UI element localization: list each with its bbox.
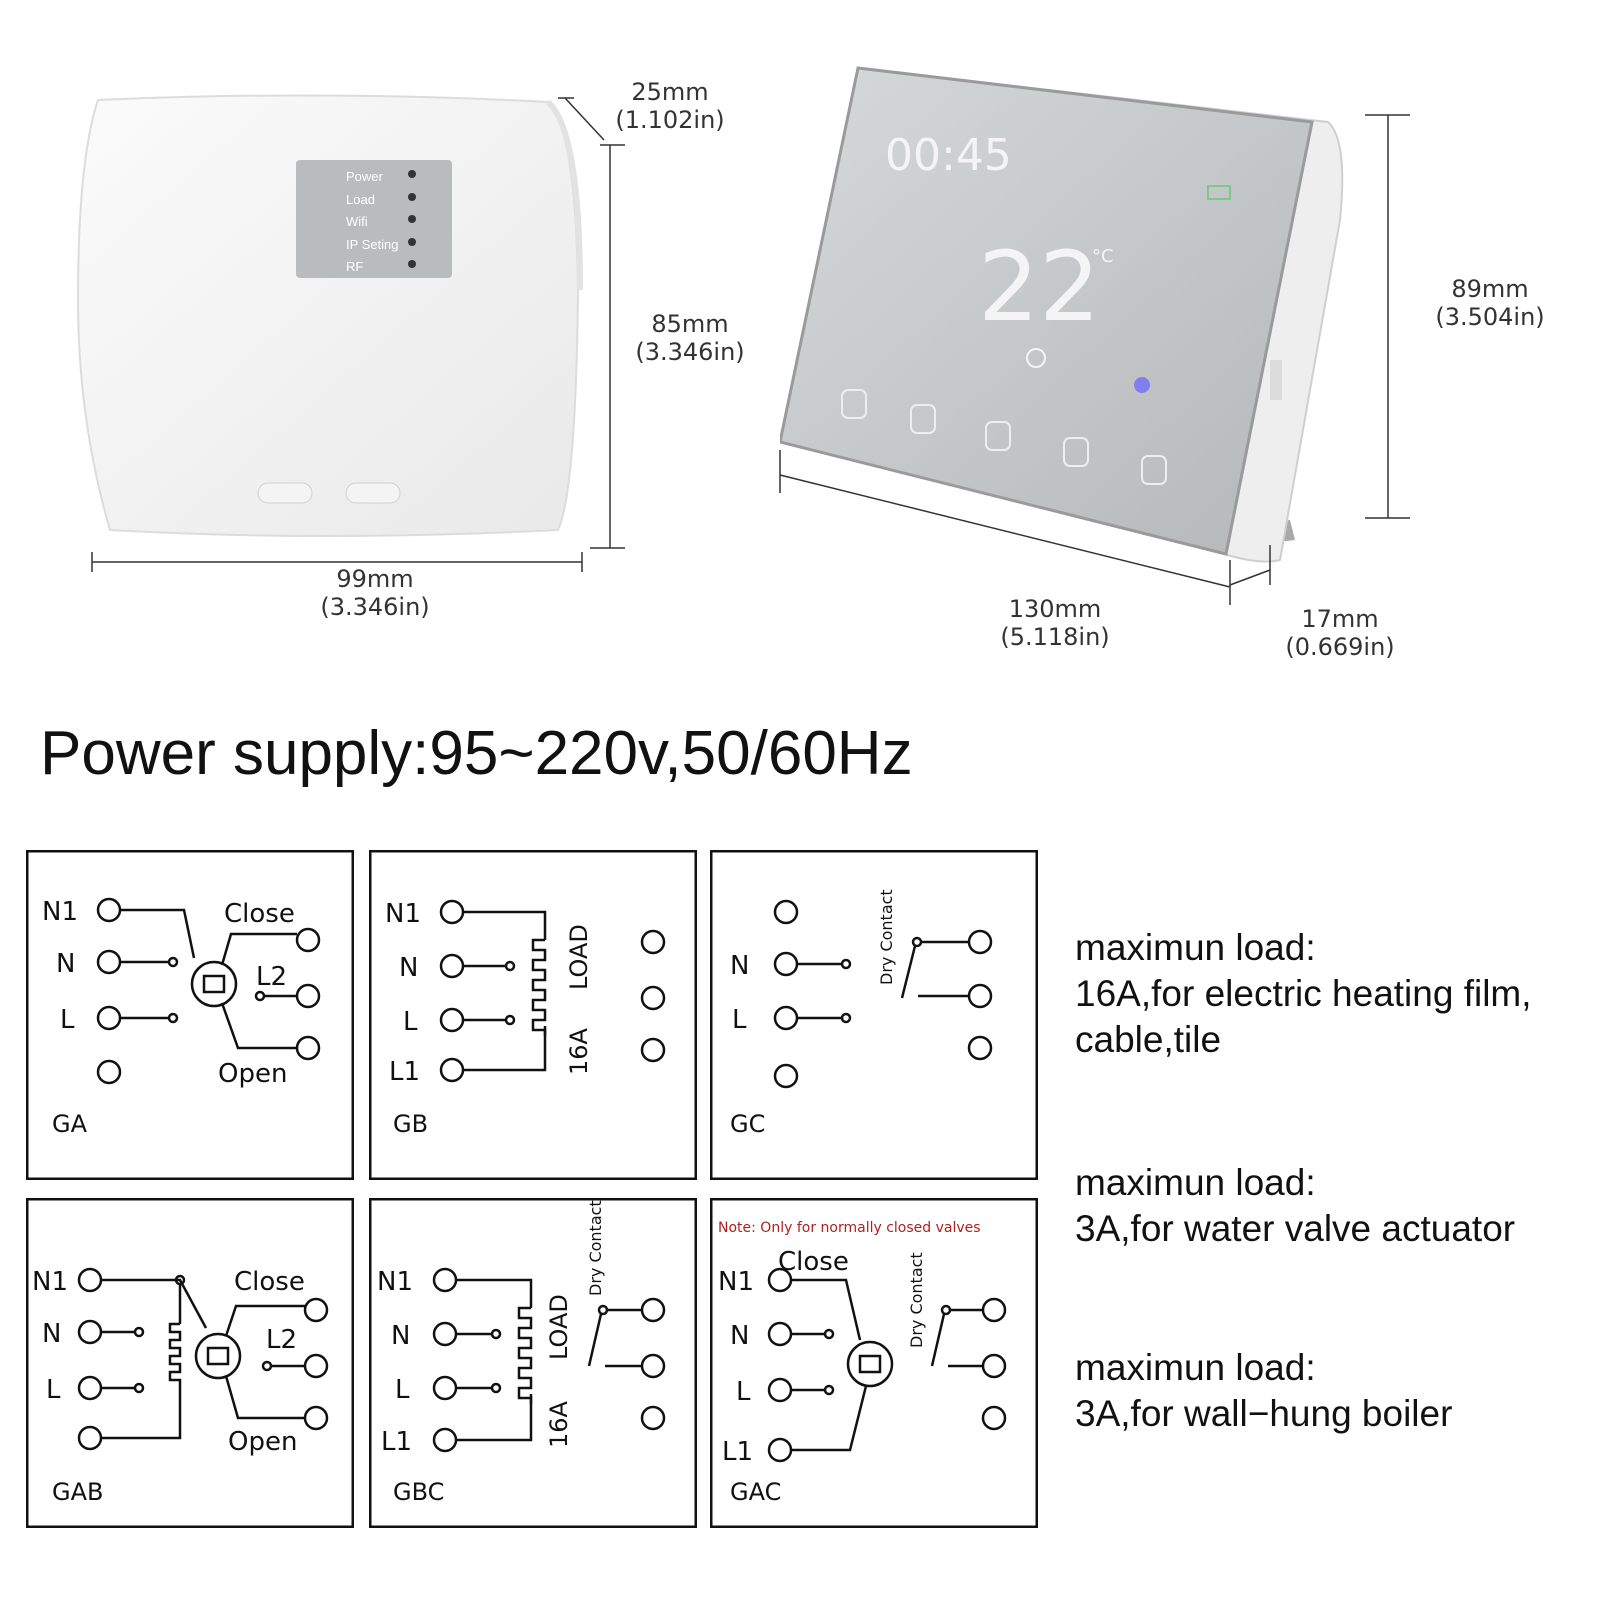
load-note-heating: maximun load: 16A,for electric heating f… (1075, 925, 1532, 1063)
gab-id-label: GAB (52, 1478, 103, 1506)
gab-open-label: Open (228, 1427, 297, 1457)
wiring-diagram-gab: N1 N L Close L2 Open GAB (25, 1197, 355, 1529)
load-note-valve: maximun load: 3A,for water valve actuato… (1075, 1160, 1515, 1252)
gab-l2-label: L2 (266, 1325, 297, 1355)
load-note-valve-line2: 3A,for water valve actuator (1075, 1208, 1516, 1249)
led-label-wifi: Wifi (346, 214, 368, 229)
gab-n-label: N (42, 1319, 61, 1349)
gbc-16a-label: 16A (545, 1400, 573, 1448)
gb-l-label: L (403, 1007, 418, 1037)
gb-n1-label: N1 (385, 899, 421, 929)
ga-close-label: Close (224, 899, 295, 929)
gb-n-label: N (399, 953, 418, 983)
thermostat-clock-display: 00:45 (885, 130, 1012, 181)
load-note-heating-line3: cable,tile (1075, 1019, 1222, 1060)
gac-close-label: Close (778, 1247, 849, 1277)
thermostat-width-in: (5.118in) (1000, 623, 1110, 651)
load-note-boiler-title: maximun load: (1075, 1347, 1316, 1388)
thermostat-width-dimension: 130mm (5.118in) (985, 595, 1125, 651)
thermostat-temperature-display: 22 (978, 231, 1100, 343)
ga-l2-label: L2 (256, 962, 287, 992)
gb-l1-label: L1 (389, 1057, 420, 1087)
gac-n1-label: N1 (718, 1267, 754, 1297)
wiring-diagram-gac: Note: Only for normally closed valves N1… (709, 1197, 1039, 1529)
receiver-depth-in: (1.102in) (615, 106, 725, 134)
ga-open-label: Open (218, 1059, 287, 1089)
gc-id-label: GC (730, 1110, 765, 1138)
ga-n-label: N (56, 949, 75, 979)
thermostat-height-in: (3.504in) (1435, 303, 1545, 331)
gac-dry-contact-label: Dry Contact (907, 1252, 926, 1348)
gc-l-label: L (732, 1005, 747, 1035)
receiver-height-in: (3.346in) (635, 338, 745, 366)
led-label-load: Load (346, 191, 375, 207)
gbc-l-label: L (395, 1375, 410, 1405)
load-note-heating-line2: 16A,for electric heating film, (1075, 973, 1532, 1014)
gbc-n-label: N (391, 1321, 410, 1351)
ga-l-label: L (60, 1005, 75, 1035)
receiver-device: Power Load Wifi IP Seting RF (70, 90, 590, 550)
mode-touch-button[interactable] (910, 404, 936, 434)
gbc-load-label: LOAD (545, 1294, 573, 1360)
load-note-boiler: maximun load: 3A,for wall−hung boiler (1075, 1345, 1452, 1437)
gbc-n1-label: N1 (377, 1267, 413, 1297)
wiring-diagram-gc: N L Dry Contact GC (709, 849, 1039, 1181)
receiver-height-mm: 85mm (651, 310, 729, 338)
thermostat-height-mm: 89mm (1451, 275, 1529, 303)
wiring-diagram-ga: N1 N L Close L2 Open GA (25, 849, 355, 1181)
receiver-width-dimension: 99mm (3.346in) (305, 565, 445, 621)
gac-id-label: GAC (730, 1478, 781, 1506)
load-note-boiler-line2: 3A,for wall−hung boiler (1075, 1393, 1453, 1434)
gc-dry-contact-label: Dry Contact (877, 889, 896, 985)
receiver-width-mm: 99mm (336, 565, 414, 593)
wiring-diagram-gbc: N1 N L L1 LOAD 16A Dry Contact GBC (368, 1197, 698, 1529)
receiver-height-dimension: 85mm (3.346in) (620, 310, 760, 366)
ga-id-label: GA (52, 1110, 88, 1138)
power-supply-title: Power supply:95~220v,50/60Hz (40, 719, 913, 788)
receiver-depth-dimension: 25mm (1.102in) (600, 78, 740, 134)
gb-load-label: LOAD (565, 924, 593, 990)
receiver-width-in: (3.346in) (320, 593, 430, 621)
down-touch-button[interactable] (1141, 455, 1167, 485)
gab-n1-label: N1 (32, 1267, 68, 1297)
gab-close-label: Close (234, 1267, 305, 1297)
gbc-l1-label: L1 (381, 1427, 412, 1457)
thermostat-height-dimension: 89mm (3.504in) (1415, 275, 1565, 331)
thermostat-depth-mm: 17mm (1301, 605, 1379, 633)
gbc-dry-contact-label: Dry Contact (586, 1200, 605, 1296)
power-touch-button[interactable] (841, 389, 867, 419)
wifi-indicator-icon (1134, 377, 1150, 393)
thermostat-dimension-lines (779, 114, 1410, 605)
thermostat-depth-in: (0.669in) (1285, 633, 1395, 661)
ga-n1-label: N1 (42, 897, 78, 927)
gb-id-label: GB (393, 1110, 428, 1138)
battery-icon (1207, 185, 1231, 200)
gac-l1-label: L1 (722, 1437, 753, 1467)
gb-16a-label: 16A (565, 1027, 593, 1075)
gab-l-label: L (46, 1375, 61, 1405)
gac-note: Note: Only for normally closed valves (718, 1220, 981, 1236)
led-label-ip-setting: IP Seting (346, 236, 399, 252)
gac-n-label: N (730, 1321, 749, 1351)
timer-touch-button[interactable] (985, 421, 1011, 451)
load-note-heating-title: maximun load: (1075, 927, 1316, 968)
thermostat-device: 00:45 22 °C (780, 66, 1344, 563)
gbc-id-label: GBC (393, 1478, 444, 1506)
load-note-valve-title: maximun load: (1075, 1162, 1316, 1203)
thermostat-width-mm: 130mm (1008, 595, 1102, 623)
led-label-power: Power (346, 169, 383, 184)
clock-icon (1026, 348, 1046, 368)
gac-l-label: L (736, 1377, 751, 1407)
thermostat-unit-label: °C (1092, 246, 1114, 267)
up-touch-button[interactable] (1063, 437, 1089, 467)
receiver-depth-mm: 25mm (631, 78, 709, 106)
thermostat-depth-dimension: 17mm (0.669in) (1270, 605, 1410, 661)
led-label-rf: RF (346, 259, 364, 274)
gc-n-label: N (730, 951, 749, 981)
receiver-dimension-lines (91, 97, 625, 572)
receiver-body-drawing (76, 94, 583, 537)
wiring-diagram-gb: N1 N L L1 LOAD 16A GB (368, 849, 698, 1181)
